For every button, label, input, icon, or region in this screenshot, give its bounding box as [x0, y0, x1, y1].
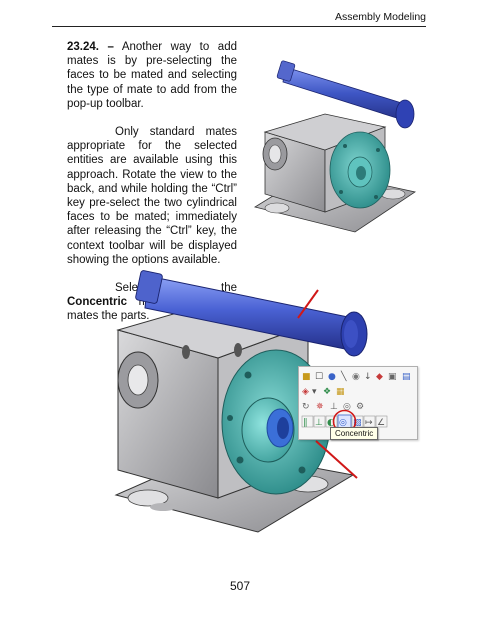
paragraph-standard-mates: Only standard mates appropriate for the …: [67, 126, 237, 266]
settings-icon[interactable]: ⚙: [356, 402, 364, 412]
perpendicular-mate-icon[interactable]: [313, 415, 326, 428]
tangent-mate-glyph: ◐: [327, 418, 335, 428]
concentric-tooltip: Concentric: [330, 427, 379, 440]
assembly-icon[interactable]: ❖: [323, 387, 331, 397]
concentric-mate-glyph: ◎: [339, 418, 347, 428]
tooltip-label: Concentric: [335, 429, 374, 438]
small-assembly-figure: [253, 60, 417, 233]
angle-mate-icon[interactable]: [375, 415, 388, 428]
paragraph-intro: 23.24. – Another way to add mates is by …: [67, 40, 237, 111]
distance-mate-glyph: ↦: [365, 418, 373, 428]
perpendicular-icon[interactable]: ⊥: [330, 402, 338, 412]
config-icon[interactable]: ▦: [336, 387, 345, 397]
appearance-icon[interactable]: ●: [328, 372, 336, 382]
step-number: 23.24. –: [67, 41, 114, 53]
angle-mate-glyph: ∠: [377, 418, 385, 428]
small-shaft: [276, 60, 415, 129]
zoom-to-selection-icon[interactable]: ↓: [364, 372, 372, 382]
boss-cylinder: [241, 397, 295, 463]
hide-icon[interactable]: ▣: [388, 372, 397, 382]
fit-icon[interactable]: ▤: [402, 372, 411, 382]
small-mounting-plate: [329, 131, 391, 209]
parallel-mate-glyph: ∥: [303, 418, 308, 428]
toolbar-row-1: ■ ☐ ● ╲ ◉ ↓ ◆ ▣ ▤: [302, 370, 411, 382]
toolbar-row-3: ↻ ✵ ⊥ ◎ ⚙: [302, 402, 364, 412]
page-number: 507: [229, 579, 251, 593]
header-rule: [52, 26, 426, 27]
shaft: [135, 270, 368, 357]
perpendicular-mate-glyph: ⊥: [315, 418, 323, 428]
concentric-term: Concentric: [67, 296, 128, 309]
isolate-icon[interactable]: ◉: [352, 372, 360, 382]
toolbar-row-2: ◈ ▾ ❖ ▦: [302, 387, 345, 397]
dropdown-icon[interactable]: ▾: [312, 387, 317, 397]
parallel-mate-icon[interactable]: [301, 415, 314, 428]
section-header: Assembly Modeling: [334, 11, 426, 23]
section-view-icon[interactable]: ◆: [376, 372, 383, 382]
component-icon[interactable]: ◈: [302, 387, 309, 397]
smart-line-icon[interactable]: ╲: [340, 370, 347, 382]
rotate-icon[interactable]: ↻: [302, 402, 310, 412]
intro-text: Another way to add mates is by pre-selec…: [67, 41, 237, 110]
view-mates-icon[interactable]: ☐: [315, 372, 323, 382]
body-text: 23.24. – Another way to add mates is by …: [67, 40, 237, 338]
open-part-icon[interactable]: ■: [302, 372, 311, 382]
visibility-icon[interactable]: ◎: [343, 402, 351, 412]
coincident-mate-glyph: ▨: [353, 418, 362, 428]
move-icon[interactable]: ✵: [316, 402, 324, 412]
